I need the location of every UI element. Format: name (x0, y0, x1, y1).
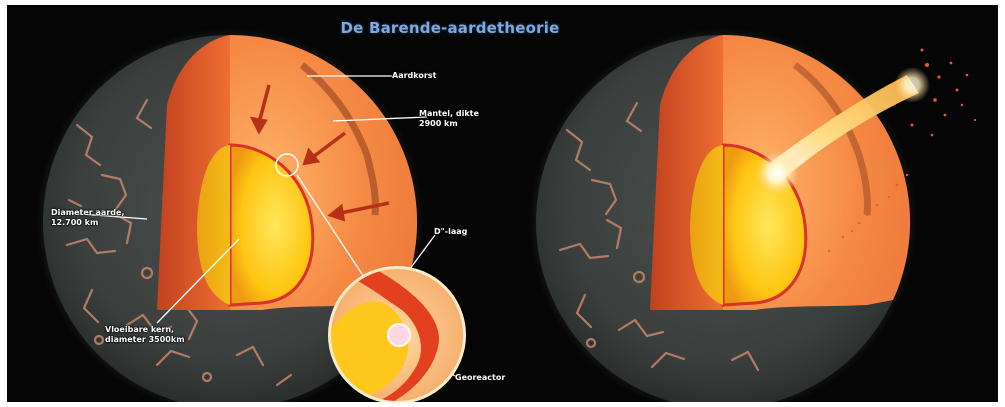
earth-right (529, 28, 976, 402)
reactor-flash (755, 151, 799, 195)
diagram-title: De Barende-aardetheorie (325, 19, 575, 37)
label-diameter-aarde: Diameter aarde, 12.700 km (51, 208, 124, 228)
label-georeactor: Georeactor (455, 373, 505, 383)
illustration-frame: De Barende-aardetheorie Aardkorst Mantel… (7, 5, 998, 402)
label-mantel: Mantel, dikte 2900 km (419, 109, 479, 129)
label-vloeibare-kern: Vloeibare kern, diameter 3500km (105, 325, 185, 345)
label-d-laag: D"-laag (434, 227, 467, 237)
label-aardkorst: Aardkorst (392, 71, 436, 81)
